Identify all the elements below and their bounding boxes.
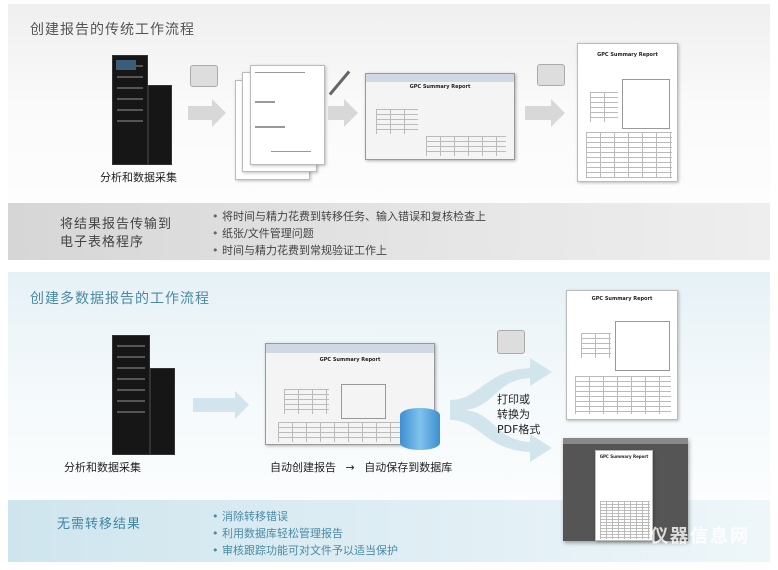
drawback-list: 将时间与精力花费到转移任务、输入错误和复核检查上 纸张/文件管理问题 时间与精力…	[212, 208, 486, 259]
report-title: GPC Summary Report	[409, 84, 471, 90]
report-title: GPC Summary Report	[319, 357, 381, 363]
bullet-item: 消除转移错误	[212, 508, 398, 525]
spreadsheet-toolbar	[366, 74, 514, 82]
band-heading-block: 将结果报告传输到 电子表格程序	[60, 216, 172, 252]
page-text-line	[255, 72, 305, 73]
summary-report-page: GPC Summary Report	[577, 43, 678, 182]
bullet-item: 利用数据库轻松管理报告	[212, 525, 398, 542]
page-text-line	[255, 101, 275, 103]
report-title: GPC Summary Report	[597, 52, 658, 58]
band-heading: 无需转移结果	[57, 517, 142, 532]
auto-create-label: 自动创建报告	[270, 461, 336, 474]
instrument-icon	[112, 55, 148, 165]
branch-arrow	[450, 358, 552, 462]
spreadsheet-toolbar	[266, 344, 434, 353]
output-label-block: 打印或 转换为 PDF格式	[497, 392, 540, 437]
data-table	[600, 501, 650, 539]
instrument-screen	[116, 60, 136, 70]
band-heading: 将结果报告传输到	[60, 217, 173, 232]
automation-caption: 自动创建报告 → 自动保存到数据库	[270, 459, 452, 475]
band-heading: 电子表格程序	[60, 235, 145, 250]
chart-frame	[622, 79, 670, 129]
multi-title: 创建多数据报告的工作流程	[30, 291, 210, 307]
flow-arrow	[193, 398, 235, 412]
printer-icon	[190, 65, 218, 87]
flow-arrow	[188, 106, 212, 120]
branch-arrow-shape	[450, 358, 552, 462]
pdf-viewer-toolbar	[563, 438, 688, 444]
flow-arrow-head	[344, 99, 358, 127]
output-label: 转换为	[497, 408, 530, 421]
data-table	[586, 132, 672, 178]
flow-arrow-head	[212, 99, 226, 127]
traditional-title: 创建报告的传统工作流程	[30, 22, 195, 38]
chart-frame	[341, 384, 386, 419]
bullet-item: 审核跟踪功能可对文件予以适当保护	[212, 542, 398, 559]
page-text-line	[255, 126, 285, 128]
pdf-page: GPC Summary Report	[595, 450, 653, 541]
data-table	[581, 333, 611, 358]
instrument-module-icon	[150, 368, 175, 455]
caption-arrow: →	[345, 461, 355, 474]
flow-arrow-head	[235, 391, 249, 419]
flow-arrow-head	[551, 99, 565, 127]
spreadsheet-window: GPC Summary Report	[365, 73, 515, 160]
benefit-list: 消除转移错误 利用数据库轻松管理报告 审核跟踪功能可对文件予以适当保护	[212, 508, 398, 559]
data-table	[278, 422, 408, 442]
instrument-module-icon	[148, 85, 172, 165]
printed-report-page: GPC Summary Report	[566, 290, 678, 420]
instrument-label: 分析和数据采集	[100, 171, 177, 184]
report-title: GPC Summary Report	[599, 454, 649, 459]
pdf-viewer-window: GPC Summary Report	[563, 438, 688, 541]
watermark-logo: 仪器信息网	[650, 526, 750, 547]
report-title: GPC Summary Report	[591, 296, 653, 302]
auto-save-label: 自动保存到数据库	[364, 461, 453, 474]
data-table	[575, 376, 671, 414]
bullet-item: 时间与精力花费到常规验证工作上	[212, 242, 486, 259]
printer-icon	[497, 330, 525, 354]
data-table	[426, 136, 506, 156]
flow-arrow	[525, 106, 551, 120]
output-label: 打印或	[497, 393, 530, 406]
printed-page	[250, 65, 325, 165]
data-table	[376, 109, 418, 134]
bullet-item: 纸张/文件管理问题	[212, 225, 486, 242]
flow-arrow	[328, 106, 344, 120]
instrument-label: 分析和数据采集	[64, 461, 141, 474]
data-table	[284, 389, 329, 414]
data-table	[590, 92, 618, 122]
printer-icon	[537, 64, 565, 86]
output-label: PDF格式	[497, 423, 541, 436]
chart-frame	[615, 321, 670, 371]
page-text-line	[271, 151, 311, 152]
bullet-item: 将时间与精力花费到转移任务、输入错误和复核检查上	[212, 208, 486, 225]
instrument-icon	[112, 335, 150, 455]
database-icon	[400, 408, 440, 450]
